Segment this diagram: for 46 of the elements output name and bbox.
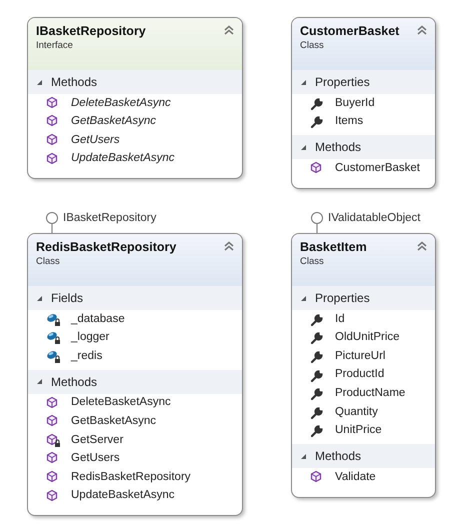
class-stereotype: Interface [36,39,73,52]
compartment-heading: Properties [315,74,370,91]
member-name: OldUnitPrice [335,330,400,346]
class-box [291,17,436,189]
class-name: RedisBasketRepository [36,239,176,255]
class-name: IBasketRepository [36,23,146,39]
member-name: Items [335,114,364,130]
member-name: ProductId [335,367,384,382]
interface-name: IBasketRepository [63,211,156,225]
member-name: Quantity [335,404,378,420]
member-name: UpdateBasketAsync [71,151,175,166]
class-stereotype: Class [300,255,324,268]
member-name: UpdateBasketAsync [71,488,175,504]
class-box [27,233,243,516]
member-name: GetUsers [71,132,120,148]
member-name: GetUsers [71,451,120,466]
member-name: BuyerId [335,96,375,111]
member-name: _logger [71,330,110,346]
interface-name: IValidatableObject [328,211,420,225]
compartment-heading: Fields [51,290,84,307]
class-box [291,233,436,498]
class-name: CustomerBasket [300,23,400,39]
compartment-heading: Methods [315,139,362,156]
class-stereotype: Class [36,255,60,268]
member-name: ProductName [335,386,406,402]
realization-line [316,224,318,234]
compartment-heading: Methods [51,74,98,91]
member-name: GetBasketAsync [71,114,156,130]
class-name: BasketItem [300,239,367,255]
member-name: _redis [71,348,102,364]
compartment-heading: Methods [315,448,362,466]
interface-box [27,17,243,180]
member-name: CustomerBasket [335,160,420,176]
member-name: Validate [335,470,376,485]
member-name: Id [335,312,345,327]
member-name: RedisBasketRepository [71,470,191,485]
member-name: _database [71,312,125,327]
compartment-heading: Properties [315,290,370,307]
member-name: PictureUrl [335,348,386,364]
member-name: GetBasketAsync [71,414,156,430]
member-name: GetServer [71,432,124,448]
member-name: UnitPrice [335,423,382,438]
member-name: DeleteBasketAsync [71,96,171,111]
compartment-heading: Methods [51,374,98,391]
member-name: DeleteBasketAsync [71,395,171,410]
class-stereotype: Class [300,39,324,52]
